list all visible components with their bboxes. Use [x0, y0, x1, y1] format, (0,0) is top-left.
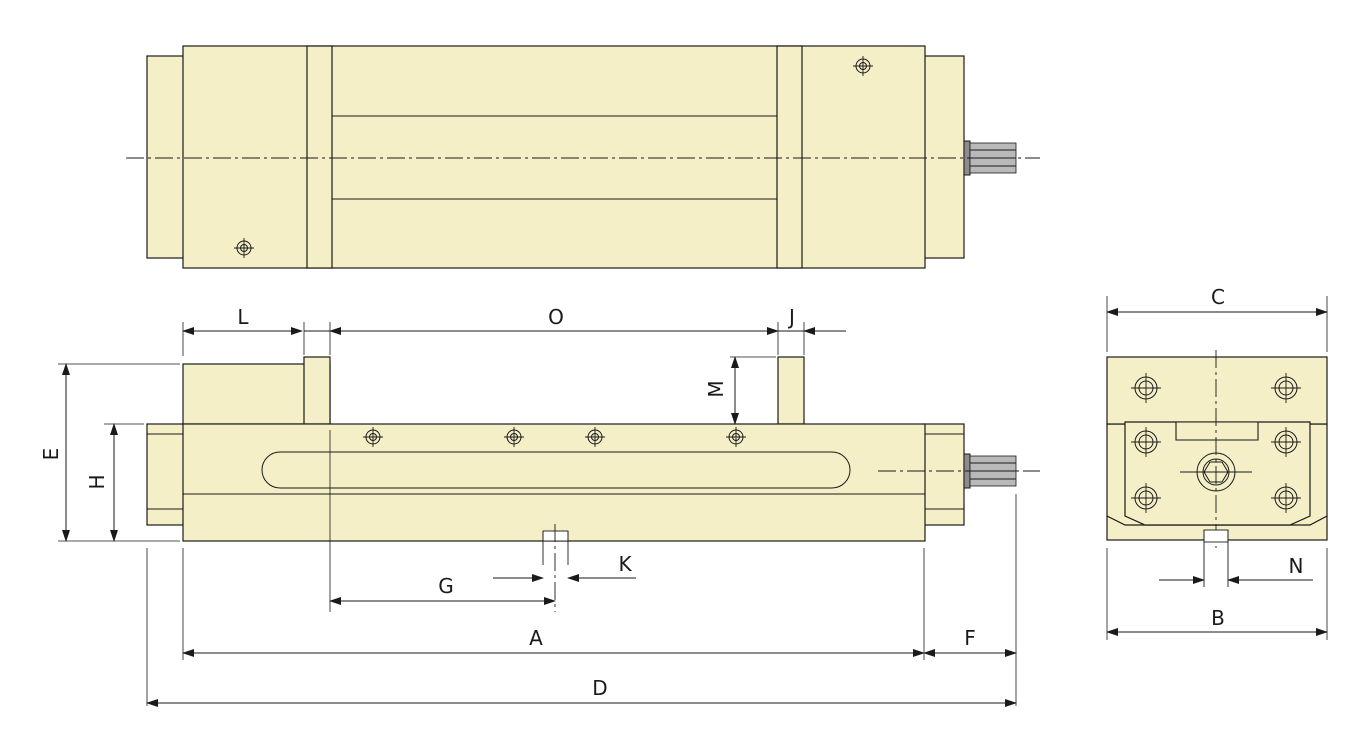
dimension-label-h: H — [85, 474, 109, 489]
fixed-jaw-plate — [303, 356, 331, 425]
dimension-label-k: K — [618, 552, 632, 576]
top-left-jaw — [306, 45, 333, 269]
dimension-label-l: L — [237, 305, 249, 329]
front-view — [146, 356, 1040, 612]
top-right-jaw — [776, 45, 803, 269]
dimension-label-c: C — [1211, 285, 1225, 309]
top-view — [126, 45, 1040, 269]
top-main-body — [182, 45, 926, 269]
front-left-end-cap — [146, 423, 185, 526]
top-right-end-cap — [923, 55, 965, 259]
front-main-body — [182, 423, 926, 542]
dimension-label-m: M — [704, 380, 728, 397]
movable-jaw-plate — [777, 356, 805, 425]
side-dimensions: C N B — [1106, 285, 1328, 640]
dimension-label-o: O — [548, 305, 564, 329]
dimension-label-b: B — [1211, 606, 1225, 630]
dimension-label-n: N — [1289, 554, 1304, 578]
dimension-label-e: E — [39, 448, 63, 461]
dimension-label-f: F — [964, 626, 976, 650]
dimension-label-d: D — [592, 676, 607, 700]
front-dimensions: L O J M E H G K A F D — [39, 305, 1017, 707]
dimension-label-j: J — [787, 305, 795, 329]
dimension-label-a: A — [529, 626, 543, 650]
guide-slot — [261, 451, 851, 489]
top-left-end-cap — [146, 55, 185, 259]
dimension-label-g: G — [438, 574, 454, 598]
front-right-end-cap — [923, 423, 965, 526]
side-jaw — [1106, 356, 1328, 425]
side-view — [1106, 350, 1328, 587]
